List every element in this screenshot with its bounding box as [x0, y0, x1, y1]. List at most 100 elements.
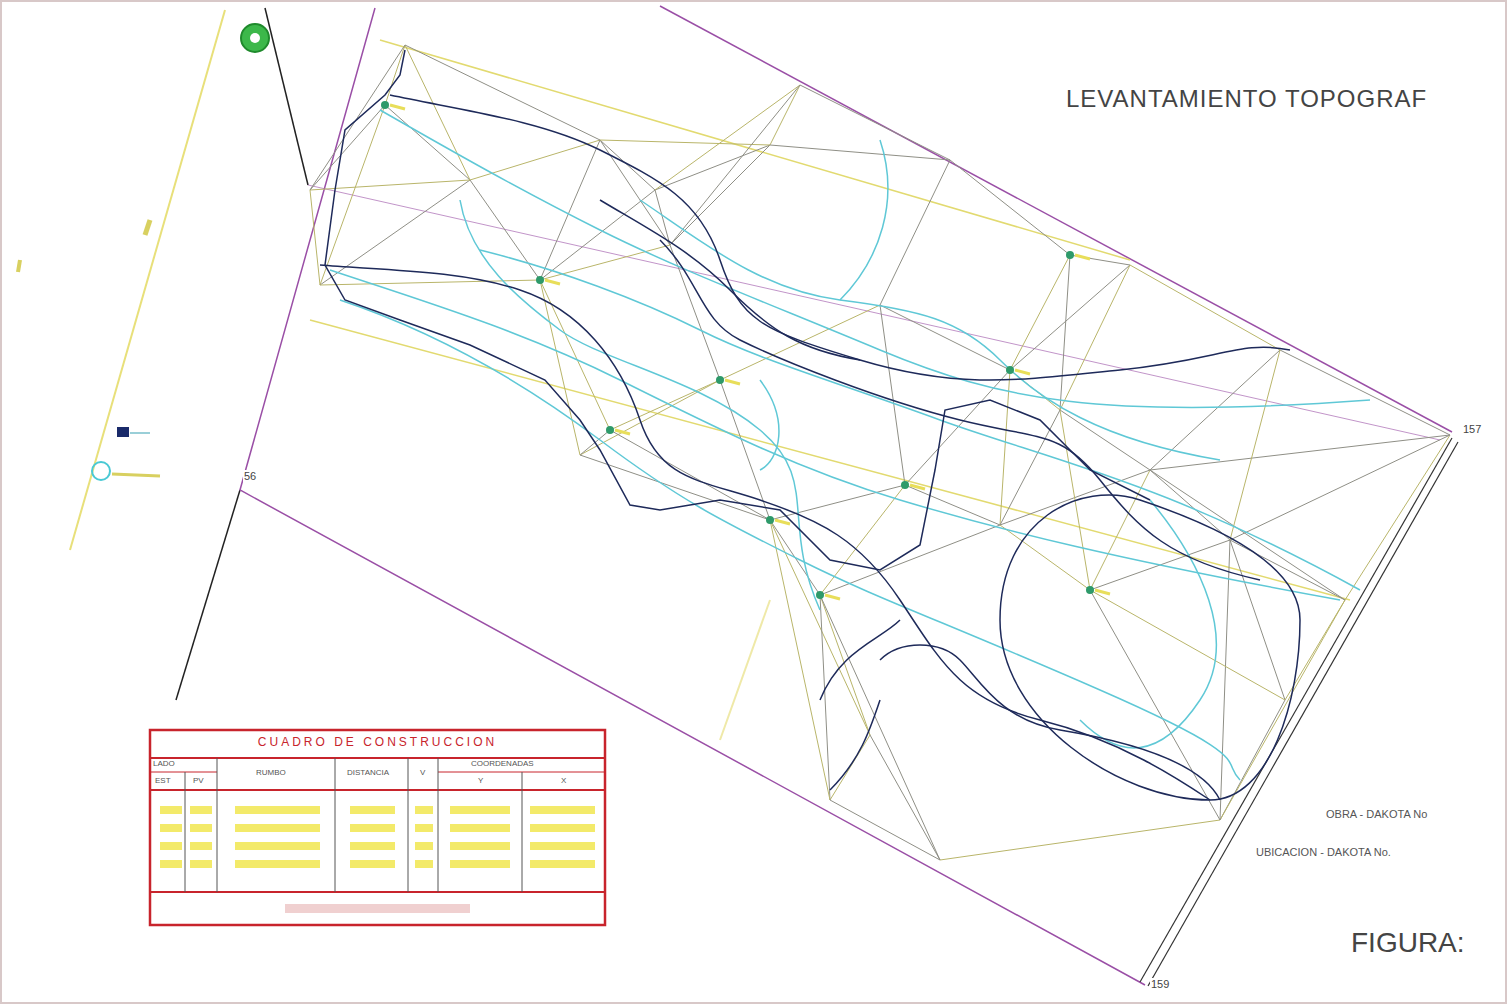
station-tag [825, 595, 840, 599]
table-rule [335, 758, 336, 892]
triangulation-line [720, 380, 770, 520]
table-value-bar [415, 806, 433, 814]
table-header: PV [192, 777, 205, 786]
triangulation-line [540, 280, 580, 455]
triangulation-line [940, 820, 1220, 860]
station-point [606, 426, 614, 434]
triangulation-line [310, 180, 470, 190]
triangulation-line [1220, 540, 1230, 820]
table-value-bar [530, 860, 595, 868]
triangulation-line [540, 140, 600, 280]
table-header: LADO [152, 760, 176, 769]
station-point [381, 101, 389, 109]
table-value-bar [190, 860, 212, 868]
location-note: UBICACION - DAKOTA No. [1255, 846, 1392, 858]
contour-line [820, 620, 900, 790]
station-tag [545, 280, 560, 284]
triangulation-line [1150, 470, 1345, 600]
contour-line [330, 270, 1340, 600]
station-point [816, 591, 824, 599]
station-tag [1075, 255, 1090, 259]
table-value-bar [160, 806, 182, 814]
triangulation-line [1150, 470, 1230, 540]
triangulation-line [1220, 600, 1345, 820]
triangulation-line [655, 145, 770, 190]
triangulation-line [405, 45, 470, 180]
table-value-bar [190, 806, 212, 814]
triangulation-line [880, 305, 905, 485]
figure-label: FIGURA: [1350, 928, 1466, 959]
triangulation-line [830, 800, 940, 860]
contour-line [325, 50, 1150, 570]
station-point [901, 481, 909, 489]
triangulation-line [1090, 590, 1220, 820]
contour-line [1080, 500, 1216, 748]
table-values [160, 806, 595, 913]
table-value-bar [160, 860, 182, 868]
table-value-bar [350, 806, 395, 814]
triangulation-line [470, 140, 600, 180]
contour-lines [330, 110, 1370, 780]
table-header: RUMBO [255, 769, 287, 778]
triangulation-line [310, 45, 405, 190]
benchmark-symbol [241, 24, 269, 52]
survey-line [380, 40, 1130, 260]
station-point [766, 516, 774, 524]
triangulation-line [1000, 370, 1010, 525]
triangulation-line [770, 85, 800, 145]
contour-line [1000, 495, 1300, 800]
table-header: DISTANCIA [346, 769, 390, 778]
table-rule [217, 758, 218, 892]
sheet-title: LEVANTAMIENTO TOPOGRAF [1065, 86, 1428, 112]
table-value-bar [350, 824, 395, 832]
triangulation-line [540, 245, 670, 280]
table-frame [150, 730, 605, 925]
triangulation-line [1150, 435, 1450, 470]
table-value-bar [235, 806, 320, 814]
property-boundary [660, 6, 1452, 432]
table-value-bar [450, 806, 510, 814]
table-rule [150, 789, 605, 791]
table-rule [408, 758, 409, 892]
table-header: COORDENADAS [470, 760, 535, 769]
table-value-bar [530, 842, 595, 850]
vertex-number: 159 [1150, 978, 1170, 990]
triangulation-line [540, 280, 610, 430]
station-tag [775, 520, 790, 524]
station-tag [725, 380, 740, 384]
table-value-bar [450, 860, 510, 868]
triangulation-line [820, 595, 940, 860]
station-point [536, 276, 544, 284]
station-tag [1015, 370, 1030, 374]
boundary-line [176, 490, 240, 700]
table-header: Y [477, 777, 484, 786]
table-value-bar [530, 824, 595, 832]
road-mark [145, 220, 150, 235]
triangulation-line [310, 190, 320, 285]
contour-line [760, 140, 888, 470]
triangulation-line [470, 180, 540, 280]
triangulation-line [830, 735, 870, 800]
table-value-bar [450, 824, 510, 832]
triangulation-line [1230, 350, 1280, 540]
table-header: EST [154, 777, 172, 786]
vertex-number: 56 [243, 470, 257, 482]
station-tag [615, 430, 630, 434]
station-tag [910, 485, 925, 489]
triangulation-line [770, 520, 830, 800]
triangulation-line [770, 485, 905, 520]
table-value-bar [160, 824, 182, 832]
triangulation-line [1280, 350, 1450, 435]
triangulation-line [1060, 265, 1130, 410]
triangulation-line [1000, 410, 1060, 525]
table-header: X [560, 777, 567, 786]
triangulation-line [1130, 265, 1280, 350]
contour-line [480, 250, 1360, 590]
construction-table [150, 730, 605, 925]
triangulation-line [770, 145, 950, 160]
contour-line [880, 645, 1220, 800]
contour-line [460, 200, 820, 610]
property-boundary [1140, 438, 1452, 982]
station-tag [1095, 590, 1110, 594]
